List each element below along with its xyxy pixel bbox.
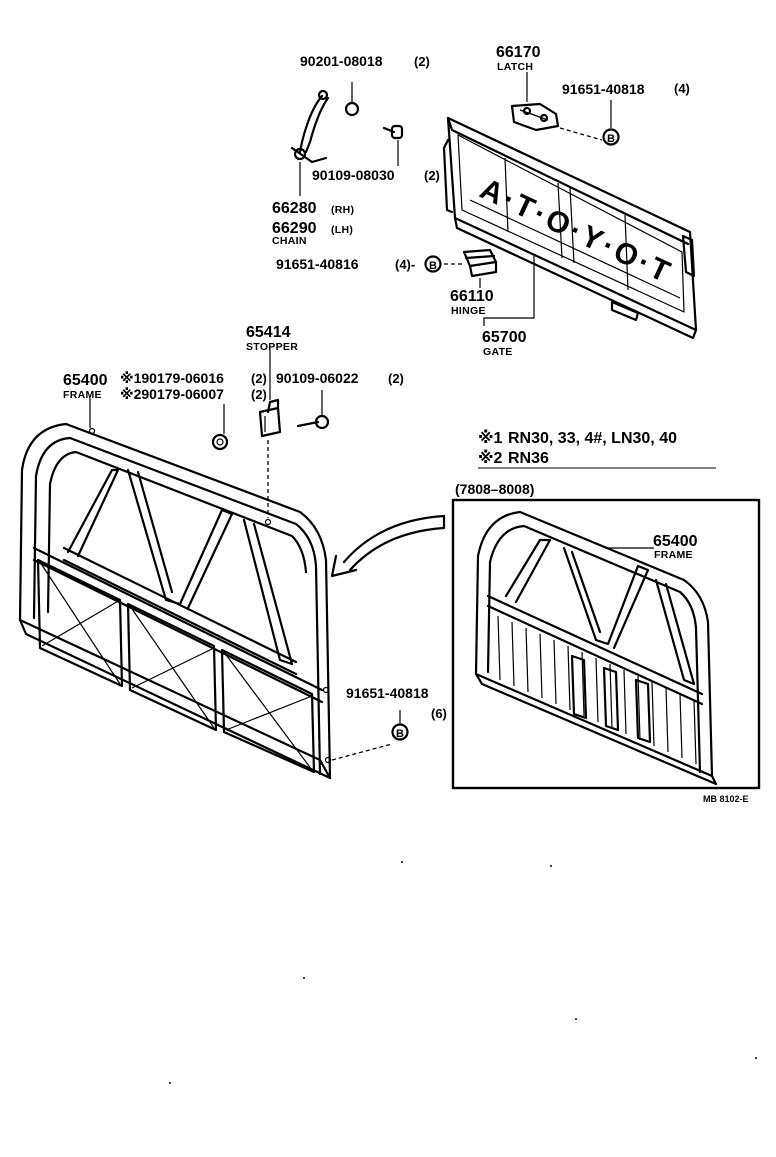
hinge-label: HINGE: [451, 305, 486, 317]
latch-part-number: 66170: [496, 44, 541, 61]
screw-hinge-qty: (4)-: [395, 257, 415, 272]
nut-alt2-qty: (2): [251, 387, 267, 402]
bolt-part-number: 90109-06022: [276, 370, 359, 386]
inset-frame-part-number: 65400: [653, 533, 698, 550]
bolt-drawing: [296, 390, 330, 430]
screw-hinge-marker: B: [424, 255, 442, 273]
screw-hinge-part-number: 91651-40816: [276, 256, 359, 272]
nut-alt1-part-number: ※190179-06016: [120, 370, 224, 386]
frame-nut-drawing: [211, 404, 229, 451]
screw-latch-part-number: 91651-40818: [562, 81, 645, 97]
hinge-part-number: 66110: [450, 288, 494, 305]
nut-part-number: 90201-08018: [300, 53, 383, 69]
stopper-label: STOPPER: [246, 341, 298, 353]
speck: [550, 865, 552, 867]
speck: [575, 1018, 577, 1020]
speck: [755, 1057, 757, 1059]
stopper-part-number: 65414: [246, 324, 291, 341]
arrow-drawing: [330, 514, 446, 578]
chain-drawing: [290, 89, 330, 196]
speck: [401, 861, 403, 863]
bolt-qty: (2): [388, 371, 404, 386]
frame-part-number: 65400: [63, 372, 108, 389]
speck: [169, 1082, 171, 1084]
pin-drawing: [382, 124, 404, 166]
inset-date-range: (7808–8008): [455, 481, 534, 497]
screw-frame-qty: (6): [431, 706, 447, 721]
latch-label: LATCH: [497, 61, 533, 73]
note-1-mark: ※1: [478, 429, 503, 447]
screw-frame-marker: B: [391, 723, 409, 741]
latch-drawing: [510, 72, 560, 132]
b-marker-1: B: [607, 133, 615, 145]
note-2: RN36: [508, 450, 549, 467]
nut-alt1-qty: (2): [251, 371, 267, 386]
chain-rh-side: (RH): [331, 204, 354, 216]
inset-frame-label: FRAME: [654, 549, 693, 561]
screw-frame-part-number: 91651-40818: [346, 685, 429, 701]
screw-latch-qty: (4): [674, 81, 690, 96]
chain-lh-part-number: 66290: [272, 220, 317, 237]
gate-part-number: 65700: [482, 329, 527, 346]
hinge-drawing: [444, 248, 498, 288]
inset-frame-drawing: [474, 510, 718, 786]
frame-label: FRAME: [63, 389, 102, 401]
drawing-code: MB 8102-E: [703, 794, 749, 804]
chain-label: CHAIN: [272, 235, 307, 247]
frame-drawing: [18, 422, 332, 780]
note-2-mark: ※2: [478, 449, 503, 467]
nut-alt2-part-number: ※290179-06007: [120, 386, 224, 402]
stopper-drawing: [258, 350, 282, 518]
b-marker-2: B: [429, 260, 437, 272]
chain-lh-side: (LH): [331, 224, 353, 236]
screw-latch-marker: B: [559, 100, 620, 146]
chain-rh-part-number: 66280: [272, 200, 317, 217]
pin-part-number: 90109-08030: [312, 167, 395, 183]
b-marker-3: B: [396, 728, 404, 740]
speck: [303, 977, 305, 979]
nut-drawing: [344, 82, 360, 117]
inset-box: [451, 498, 761, 790]
pin-qty: (2): [424, 168, 440, 183]
note-1: RN30, 33, 4#, LN30, 40: [508, 430, 677, 447]
gate-label: GATE: [483, 346, 513, 358]
nut-qty: (2): [414, 54, 430, 69]
